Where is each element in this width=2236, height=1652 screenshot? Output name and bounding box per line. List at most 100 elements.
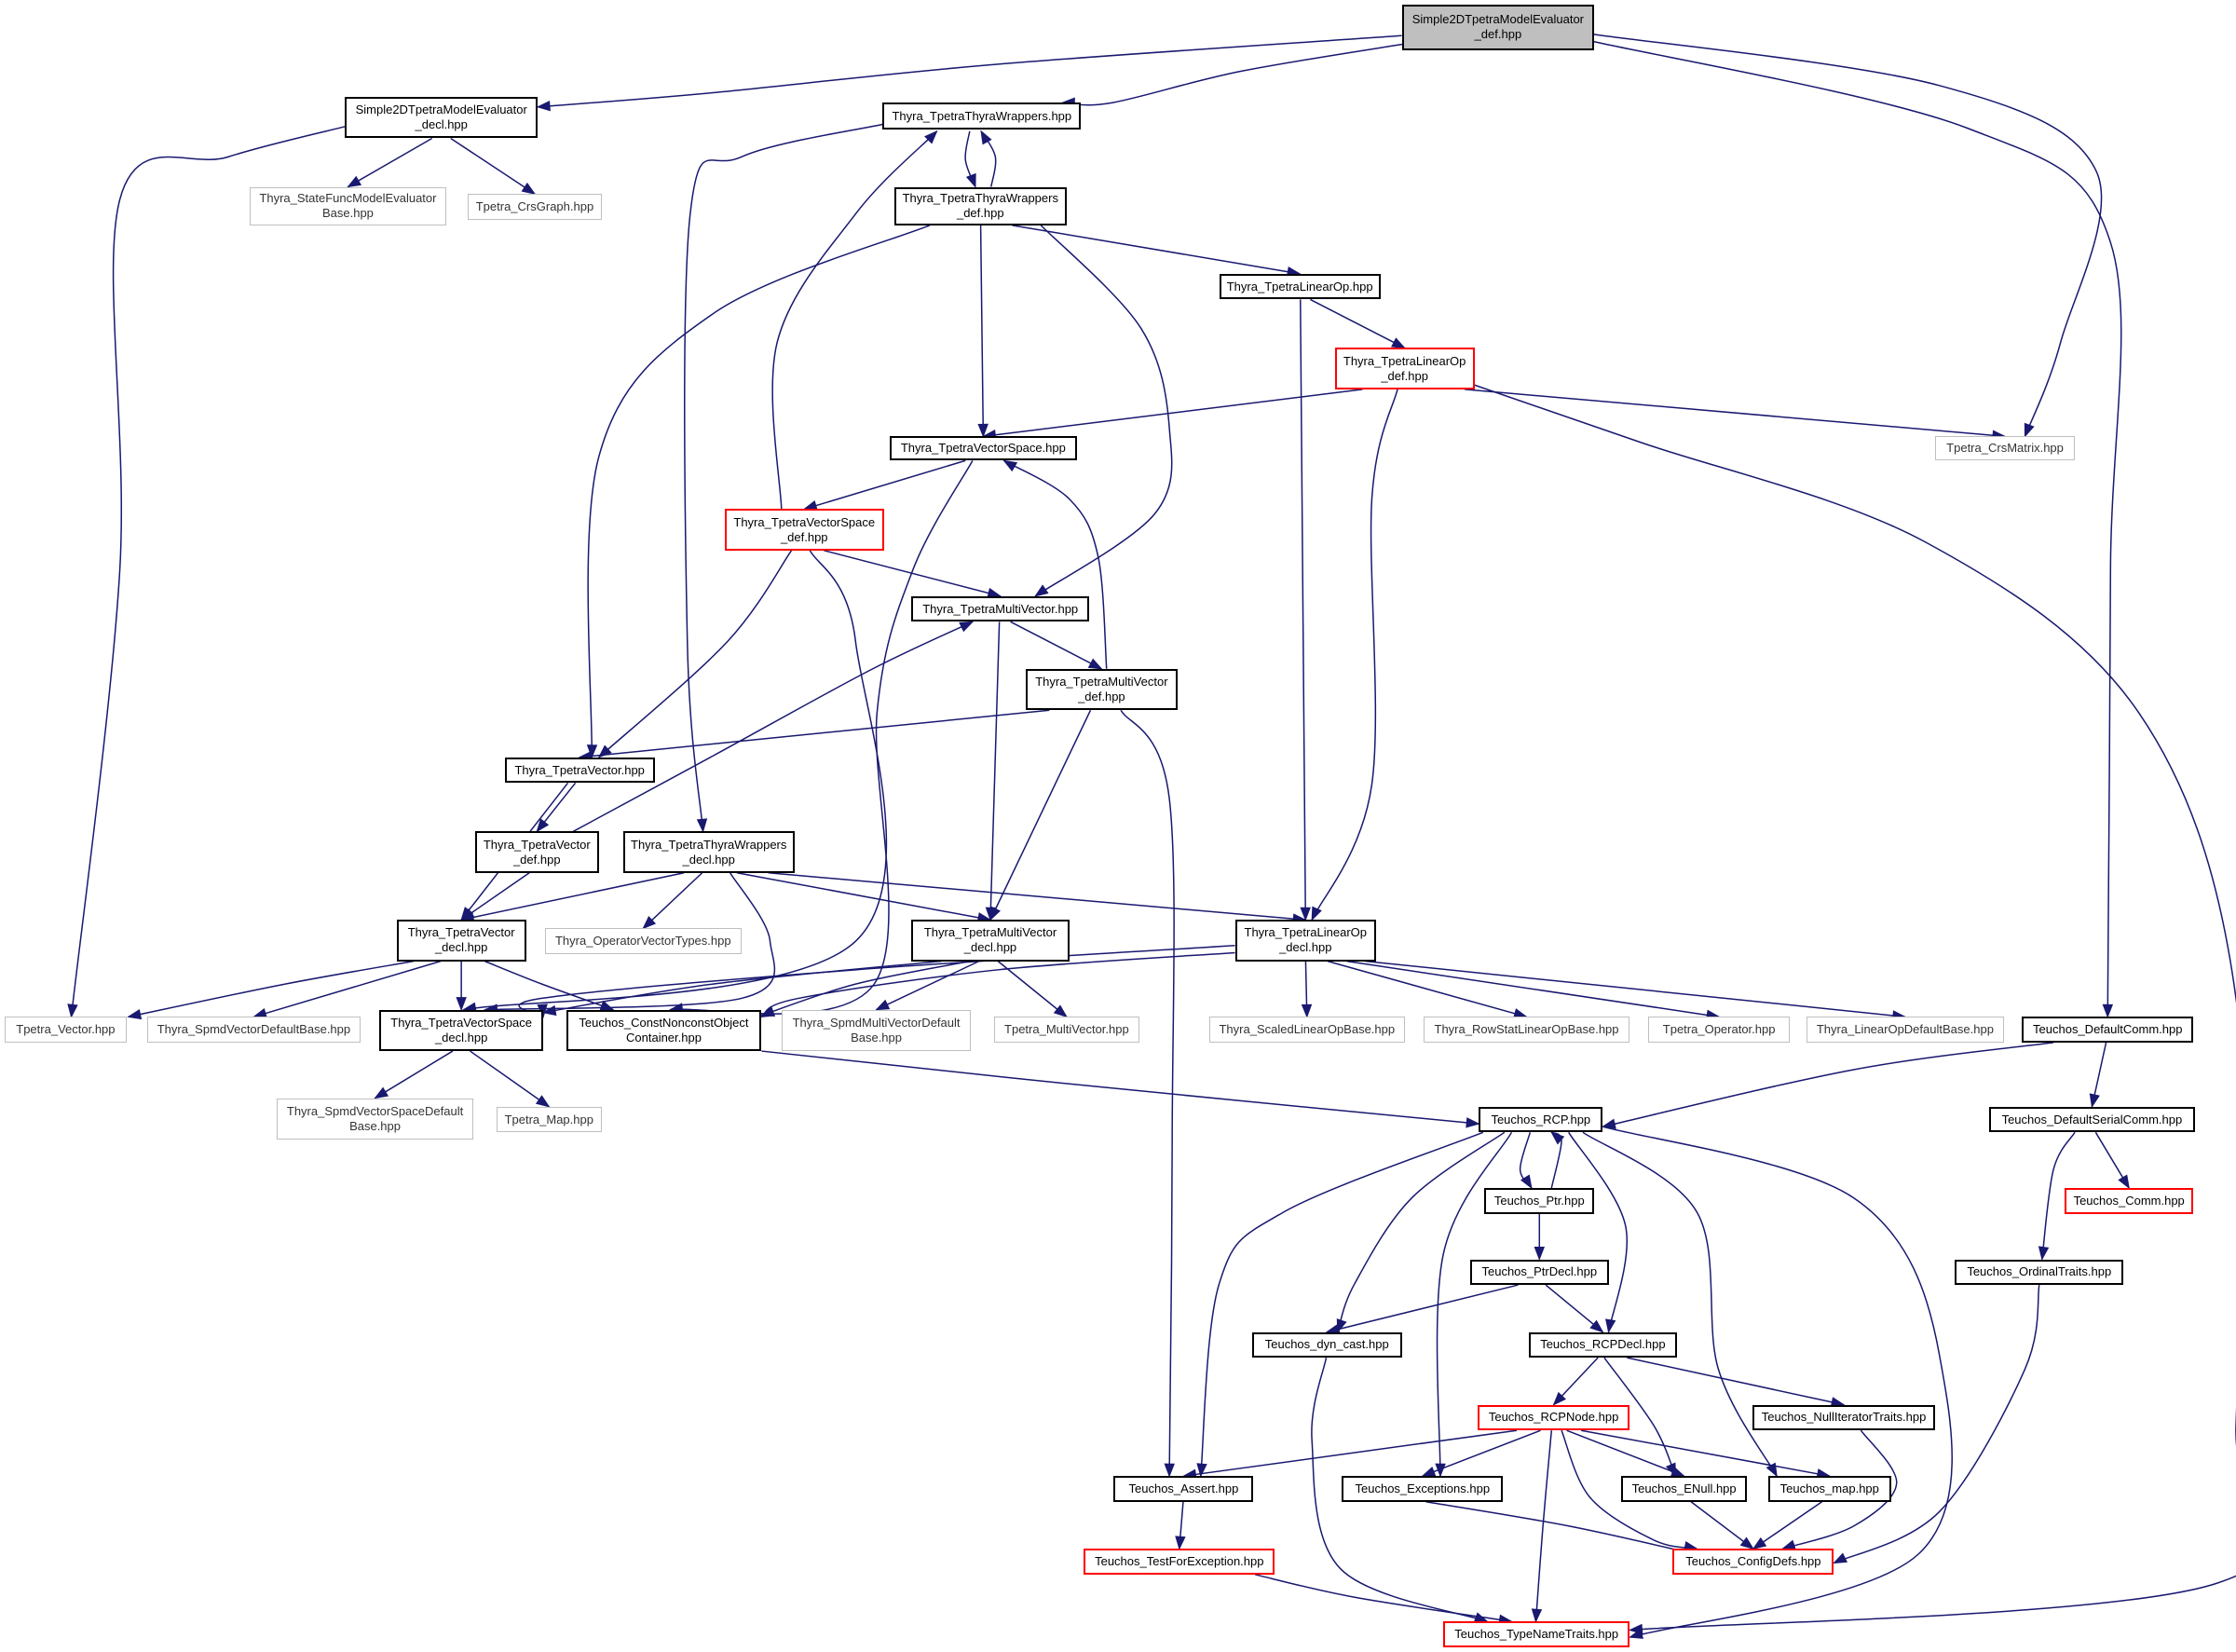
- edges-layer: [70, 33, 2236, 1638]
- arrowhead-n16-to-n20: [127, 1008, 143, 1020]
- node-thyra-spmdvectorspacedefaultbase-hpp[interactable]: Thyra_SpmdVectorSpaceDefault Base.hpp: [276, 1098, 474, 1140]
- node-thyra-tpetramultivector-hpp[interactable]: Thyra_TpetraMultiVector.hpp: [911, 595, 1090, 622]
- node-teuchos-enull-hpp[interactable]: Teuchos_ENull.hpp: [1621, 1476, 1747, 1502]
- arrowhead-n33-to-n44: [1435, 1463, 1446, 1478]
- node-tpetra-crsmatrix-hpp[interactable]: Tpetra_CrsMatrix.hpp: [1935, 436, 2076, 461]
- node-teuchos-rcpdecl-hpp[interactable]: Teuchos_RCPDecl.hpp: [1528, 1331, 1677, 1358]
- node-thyra-tpetravector-hpp[interactable]: Thyra_TpetraVector.hpp: [504, 757, 655, 784]
- node-thyra-tpetrathyrawrappers-decl-hpp[interactable]: Thyra_TpetraThyraWrappers _decl.hpp: [622, 831, 795, 873]
- edge-n0-to-n1: [537, 34, 1402, 108]
- edge-n34-to-n38: [2041, 1131, 2076, 1260]
- edge-n38-to-n48: [1834, 1284, 2040, 1564]
- arrowhead-n18-to-n24: [875, 999, 891, 1011]
- node-thyra-tpetravectorspace-decl-hpp[interactable]: Thyra_TpetraVectorSpace _decl.hpp: [379, 1009, 544, 1052]
- arrowhead-n45-to-n48: [1739, 1536, 1754, 1550]
- node-label: Thyra_TpetraVectorSpace.hpp: [900, 441, 1066, 456]
- node-label: Thyra_OperatorVectorTypes.hpp: [554, 934, 731, 949]
- edge-n14-to-n11: [572, 621, 974, 833]
- node-teuchos-ptrdecl-hpp[interactable]: Teuchos_PtrDecl.hpp: [1470, 1259, 1609, 1286]
- edge-n15-to-n22: [484, 872, 776, 1011]
- node-label: Tpetra_Map.hpp: [504, 1112, 593, 1126]
- arrowhead-n0-to-n1: [536, 100, 551, 112]
- arrowhead-n22-to-n32: [535, 1095, 551, 1108]
- node-thyra-tpetralinearop-decl-hpp[interactable]: Thyra_TpetraLinearOp _decl.hpp: [1234, 920, 1377, 962]
- arrowhead-n40-to-n41: [1552, 1391, 1567, 1406]
- node-label: Thyra_TpetraVector _decl.hpp: [407, 925, 515, 955]
- edge-n3-to-n13: [587, 225, 931, 758]
- edge-n22-to-n31: [375, 1050, 454, 1099]
- node-teuchos-constnonconstobjectcontainer-hpp[interactable]: Teuchos_ConstNonconstObject Container.hp…: [566, 1009, 762, 1052]
- node-thyra-tpetralinearop-def-hpp[interactable]: Thyra_TpetraLinearOp _def.hpp: [1334, 348, 1475, 389]
- arrowhead-n10-to-n13: [597, 744, 612, 758]
- node-thyra-tpetravector-decl-hpp[interactable]: Thyra_TpetraVector _decl.hpp: [396, 920, 526, 962]
- node-teuchos-defaultserialcomm-hpp[interactable]: Teuchos_DefaultSerialComm.hpp: [1989, 1106, 2195, 1133]
- node-tpetra-crsgraph-hpp[interactable]: Tpetra_CrsGraph.hpp: [468, 194, 602, 220]
- node-thyra-rowstatlinearopbase-hpp[interactable]: Thyra_RowStatLinearOpBase.hpp: [1423, 1017, 1630, 1043]
- node-tpetra-map-hpp[interactable]: Tpetra_Map.hpp: [496, 1106, 602, 1133]
- arrowhead-n0-to-n30: [2102, 1003, 2114, 1018]
- node-thyra-scaledlinearopbase-hpp[interactable]: Thyra_ScaledLinearOpBase.hpp: [1208, 1017, 1405, 1043]
- node-teuchos-comm-hpp[interactable]: Teuchos_Comm.hpp: [2065, 1188, 2194, 1214]
- node-thyra-operatorvectortypes-hpp[interactable]: Thyra_OperatorVectorTypes.hpp: [544, 928, 742, 954]
- node-teuchos-defaultcomm-hpp[interactable]: Teuchos_DefaultComm.hpp: [2022, 1017, 2194, 1043]
- node-teuchos-ordinaltraits-hpp[interactable]: Teuchos_OrdinalTraits.hpp: [1955, 1259, 2124, 1286]
- node-teuchos-map-hpp[interactable]: Teuchos_map.hpp: [1767, 1476, 1891, 1502]
- node-simple2dtpetramodelevaluator-def-hpp[interactable]: Simple2DTpetraModelEvaluator _def.hpp: [1401, 4, 1595, 50]
- node-tpetra-operator-hpp[interactable]: Tpetra_Operator.hpp: [1648, 1017, 1790, 1043]
- arrowhead-n33-to-n46: [1766, 1462, 1778, 1478]
- node-tpetra-vector-hpp[interactable]: Tpetra_Vector.hpp: [4, 1017, 128, 1043]
- node-teuchos-configdefs-hpp[interactable]: Teuchos_ConfigDefs.hpp: [1672, 1549, 1834, 1575]
- edge-n45-to-n48: [1690, 1501, 1754, 1550]
- node-thyra-tpetramultivector-decl-hpp[interactable]: Thyra_TpetraMultiVector _decl.hpp: [911, 920, 1070, 962]
- arrowhead-n37-to-n40: [1589, 1319, 1604, 1333]
- edge-n19-to-n28: [1346, 960, 1720, 1018]
- arrowhead-n2-to-n3: [965, 172, 976, 188]
- edge-n18-to-n22: [543, 960, 942, 1014]
- node-label: Thyra_LinearOpDefaultBase.hpp: [1816, 1022, 1994, 1037]
- edge-n3-to-n8: [979, 225, 985, 437]
- edge-n16-to-n23: [484, 960, 614, 1011]
- node-teuchos-testforexception-hpp[interactable]: Teuchos_TestForException.hpp: [1084, 1549, 1275, 1575]
- node-thyra-tpetrathyrawrappers-def-hpp[interactable]: Thyra_TpetraThyraWrappers _def.hpp: [893, 186, 1067, 225]
- node-teuchos-ptr-hpp[interactable]: Teuchos_Ptr.hpp: [1484, 1188, 1595, 1214]
- node-thyra-tpetravectorspace-hpp[interactable]: Thyra_TpetraVectorSpace.hpp: [890, 436, 1077, 461]
- node-teuchos-dyn-cast-hpp[interactable]: Teuchos_dyn_cast.hpp: [1251, 1331, 1402, 1358]
- node-teuchos-rcpnode-hpp[interactable]: Teuchos_RCPNode.hpp: [1477, 1404, 1630, 1431]
- node-thyra-tpetralinearop-hpp[interactable]: Thyra_TpetraLinearOp.hpp: [1219, 273, 1381, 300]
- node-thyra-spmdmultivectordefaultbase-hpp[interactable]: Thyra_SpmdMultiVectorDefault Base.hpp: [781, 1009, 972, 1052]
- node-thyra-tpetramultivector-def-hpp[interactable]: Thyra_TpetraMultiVector _def.hpp: [1025, 668, 1179, 711]
- arrowhead-n1-to-n4: [347, 175, 362, 188]
- edge-n12-to-n13: [579, 709, 1050, 758]
- edge-n0-to-n30: [1592, 40, 2122, 1017]
- node-label: Simple2DTpetraModelEvaluator _decl.hpp: [355, 102, 527, 132]
- node-label: Thyra_TpetraThyraWrappers.hpp: [892, 108, 1072, 123]
- node-thyra-tpetravectorspace-def-hpp[interactable]: Thyra_TpetraVectorSpace _def.hpp: [724, 509, 884, 551]
- node-thyra-tpetravector-def-hpp[interactable]: Thyra_TpetraVector _def.hpp: [474, 831, 599, 873]
- edge-n2-to-n15: [684, 123, 885, 832]
- edge-n40-to-n45: [1603, 1357, 1677, 1477]
- arrowhead-n35-to-n37: [1534, 1247, 1546, 1261]
- node-simple2dtpetramodelevaluator-decl-hpp[interactable]: Simple2DTpetraModelEvaluator _decl.hpp: [345, 97, 539, 139]
- node-thyra-linearopdefaultbase-hpp[interactable]: Thyra_LinearOpDefaultBase.hpp: [1807, 1017, 2004, 1043]
- node-teuchos-typenametraits-hpp[interactable]: Teuchos_TypeNameTraits.hpp: [1442, 1621, 1630, 1647]
- node-tpetra-multivector-hpp[interactable]: Tpetra_MultiVector.hpp: [993, 1017, 1139, 1043]
- node-teuchos-nulliteratortraits-hpp[interactable]: Teuchos_NullIteratorTraits.hpp: [1752, 1404, 1936, 1431]
- node-label: Teuchos_RCPNode.hpp: [1488, 1410, 1619, 1425]
- node-label: Tpetra_Operator.hpp: [1662, 1022, 1776, 1037]
- node-thyra-tpetrathyrawrappers-hpp[interactable]: Thyra_TpetraThyraWrappers.hpp: [882, 102, 1082, 130]
- arrowhead-n6-to-n7: [1391, 337, 1406, 349]
- node-thyra-statefuncmodelevaluatorbase-hpp[interactable]: Thyra_StateFuncModelEvaluator Base.hpp: [249, 186, 447, 225]
- arrowhead-n14-to-n11: [959, 621, 975, 633]
- edge-n19-to-n22: [518, 945, 1235, 1018]
- edge-n22-to-n32: [470, 1050, 550, 1108]
- node-label: Teuchos_NullIteratorTraits.hpp: [1761, 1410, 1927, 1425]
- node-label: Teuchos_DefaultSerialComm.hpp: [2001, 1112, 2183, 1126]
- edge-n12-to-n8: [1003, 459, 1108, 669]
- edge-n18-to-n23: [761, 960, 970, 1017]
- edge-n33-to-n43: [1200, 1131, 1484, 1477]
- node-teuchos-exceptions-hpp[interactable]: Teuchos_Exceptions.hpp: [1342, 1476, 1504, 1502]
- node-teuchos-assert-hpp[interactable]: Teuchos_Assert.hpp: [1113, 1476, 1254, 1502]
- node-teuchos-rcp-hpp[interactable]: Teuchos_RCP.hpp: [1479, 1106, 1603, 1133]
- node-thyra-spmdvectordefaultbase-hpp[interactable]: Thyra_SpmdVectorDefaultBase.hpp: [146, 1017, 361, 1043]
- node-label: Simple2DTpetraModelEvaluator _def.hpp: [1411, 12, 1585, 42]
